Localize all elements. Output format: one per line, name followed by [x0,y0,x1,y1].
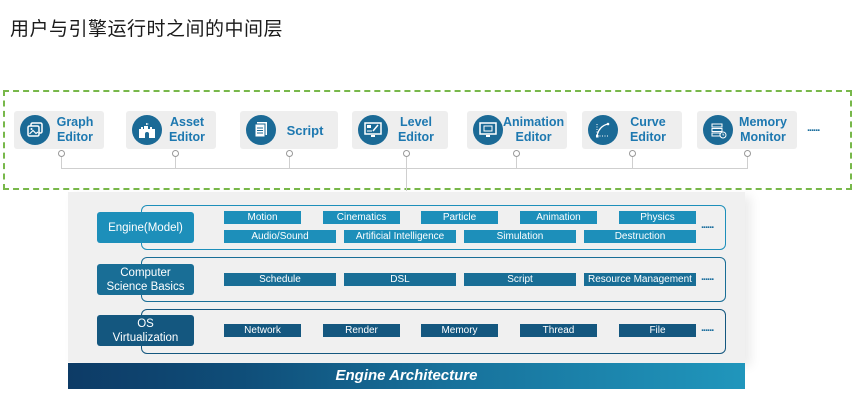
module-chip: Particle [421,211,498,224]
tools-layer-frame [3,90,852,190]
module-chip: Script [464,273,576,286]
server-clock-icon [703,115,733,145]
layer-label-line1: Computer [120,266,171,279]
module-chip: Cinematics [323,211,400,224]
tool-label-line1: Level [400,115,432,129]
module-chip: Animation [520,211,597,224]
castle-icon [132,115,162,145]
layer-engine-model-label: Engine(Model) [97,212,194,243]
page-title: 用户与引擎运行时之间的中间层 [10,18,284,40]
module-chip: Thread [520,324,597,337]
connector-node [58,150,65,157]
layer-more-ellipsis: ...... [701,322,714,334]
tool-label-line2: Editor [629,130,667,144]
layer-label-line1: OS [137,317,154,330]
module-chip: Physics [619,211,696,224]
connector-bus [61,168,748,169]
module-chip: Motion [224,211,301,224]
tools-more-ellipsis: ...... [807,122,820,134]
layer-cs-basics-label: Computer Science Basics [97,264,194,295]
module-chip: Audio/Sound [224,230,336,243]
tool-label-line1: Asset [169,115,205,129]
connector-line [61,155,62,168]
tool-label-line1: Script [286,122,324,138]
connector-node [629,150,636,157]
module-chip: Artificial Intelligence [344,230,456,243]
connector-line [289,155,290,168]
module-chip: Render [323,324,400,337]
connector-line [406,155,407,191]
layer-label-line2: Virtualization [112,331,179,344]
layer-more-ellipsis: ...... [701,271,714,283]
tool-label-line1: Memory [739,115,787,129]
module-chip: Network [224,324,301,337]
module-chip: Schedule [224,273,336,286]
tool-label-line1: Animation [503,115,565,129]
tool-script[interactable]: Script [240,111,338,149]
tool-label-line2: Editor [515,130,552,144]
module-chip: Resource Management [584,273,696,286]
connector-line [516,155,517,168]
module-chip: DSL [344,273,456,286]
module-chip: Destruction [584,230,696,243]
layer-os-virtualization-label: OS Virtualization [97,315,194,346]
tool-label-line2: Monitor [740,130,786,144]
tool-label-line2: Editor [56,130,94,144]
curve-icon [588,115,618,145]
tool-label-line2: Editor [168,130,206,144]
connector-node [744,150,751,157]
connector-line [747,155,748,168]
connector-node [286,150,293,157]
tool-label-line1: Graph [56,115,94,129]
tool-label-line2: Editor [397,130,435,144]
connector-node [513,150,520,157]
monitor-animation-icon [473,115,503,145]
module-chip: File [619,324,696,337]
connector-line [175,155,176,168]
module-chip: Memory [421,324,498,337]
connector-node [403,150,410,157]
connector-line [632,155,633,168]
monitor-design-icon [358,115,388,145]
connector-node [172,150,179,157]
tool-label-line1: Curve [630,115,666,129]
image-gallery-icon [20,115,50,145]
layer-more-ellipsis: ...... [701,219,714,231]
engine-architecture-banner: Engine Architecture [68,363,745,389]
layer-label-line2: Science Basics [106,280,185,293]
document-icon [246,115,276,145]
module-chip: Simulation [464,230,576,243]
